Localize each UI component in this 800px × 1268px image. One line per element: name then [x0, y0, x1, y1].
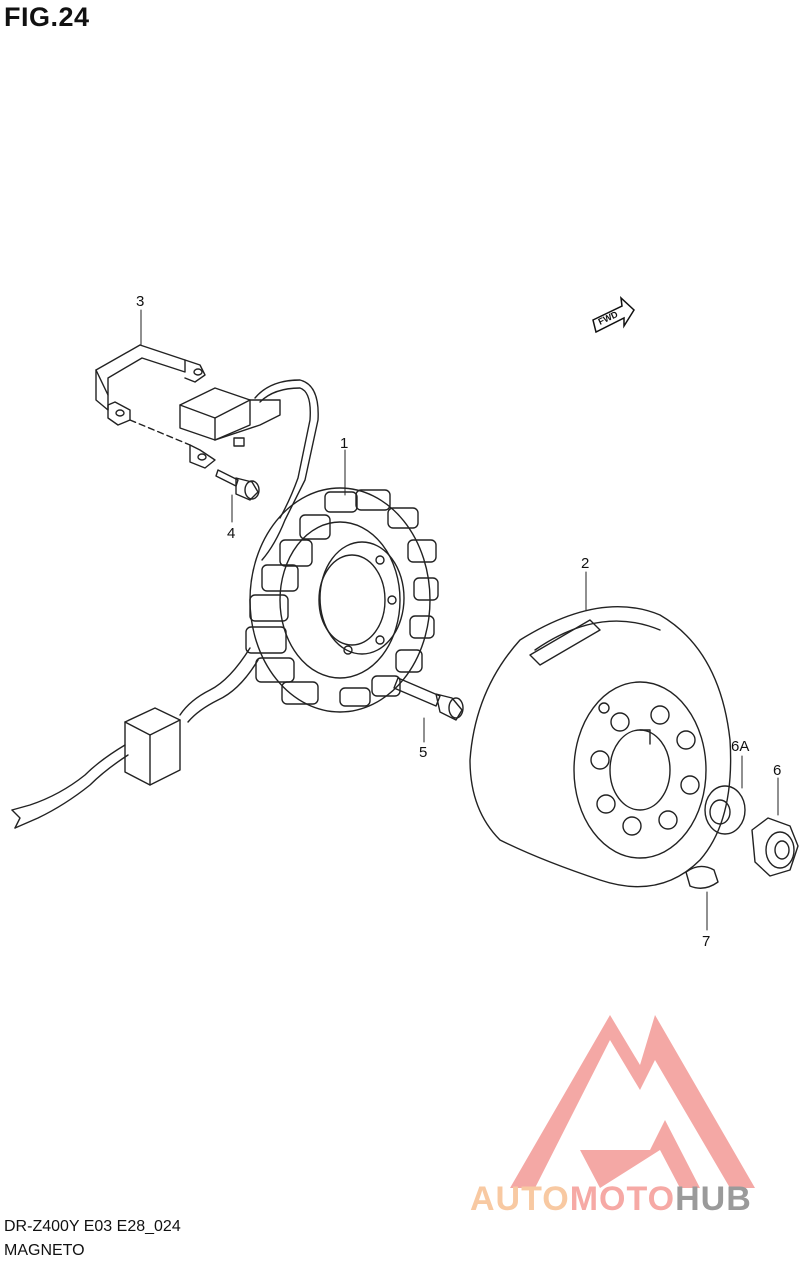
bracket-part	[95, 344, 216, 469]
washer-part-6A	[704, 785, 746, 835]
callout-6: 6	[773, 762, 781, 779]
screw-part-4	[215, 469, 260, 501]
watermark-logo	[510, 1015, 755, 1188]
callout-1: 1	[340, 435, 348, 452]
callout-5: 5	[419, 744, 427, 761]
callout-4: 4	[227, 525, 235, 542]
callout-7: 7	[702, 933, 710, 950]
rotor-part	[469, 606, 732, 888]
callout-2: 2	[581, 555, 589, 572]
key-part-7	[685, 865, 719, 889]
sensor-lead	[254, 379, 319, 561]
watermark-text: AUTOMOTOHUB	[470, 1180, 752, 1219]
watermark-moto: MOTO	[569, 1180, 676, 1218]
pulse-sensor	[179, 387, 281, 447]
watermark-hub: HUB	[675, 1180, 752, 1218]
nut-part-6	[751, 817, 799, 877]
watermark-auto: AUTO	[470, 1180, 570, 1218]
callout-6A: 6A	[731, 738, 749, 755]
fwd-arrow-icon: FWD	[592, 296, 635, 334]
bolt-part-5	[393, 677, 464, 721]
stator-part	[245, 487, 439, 713]
callout-3: 3	[136, 293, 144, 310]
figure-title: FIG.24	[4, 2, 90, 32]
section-name: MAGNETO	[4, 1242, 85, 1259]
model-code: DR-Z400Y E03 E28_024	[4, 1218, 181, 1235]
stator-harness	[11, 647, 259, 829]
